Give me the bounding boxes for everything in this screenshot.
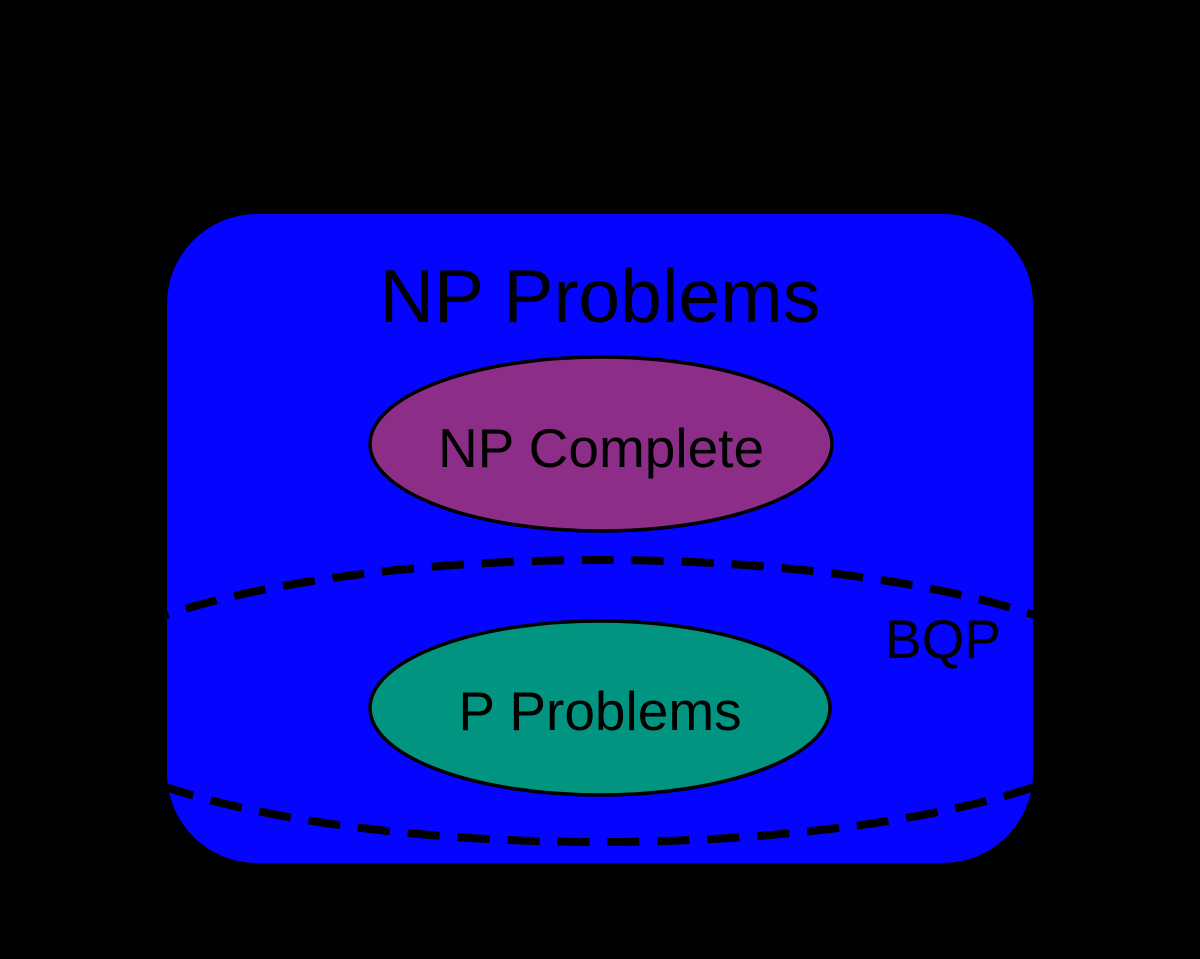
p-region [368, 619, 832, 797]
bqp-region-label: BQP [885, 608, 1001, 670]
np-complete-region-label: NP Complete [438, 417, 764, 479]
bqp-region-outline [167, 556, 1033, 846]
np-region-label: NP Problems [380, 254, 820, 338]
np-complete-region [368, 355, 834, 533]
p-region-label: P Problems [458, 680, 741, 742]
